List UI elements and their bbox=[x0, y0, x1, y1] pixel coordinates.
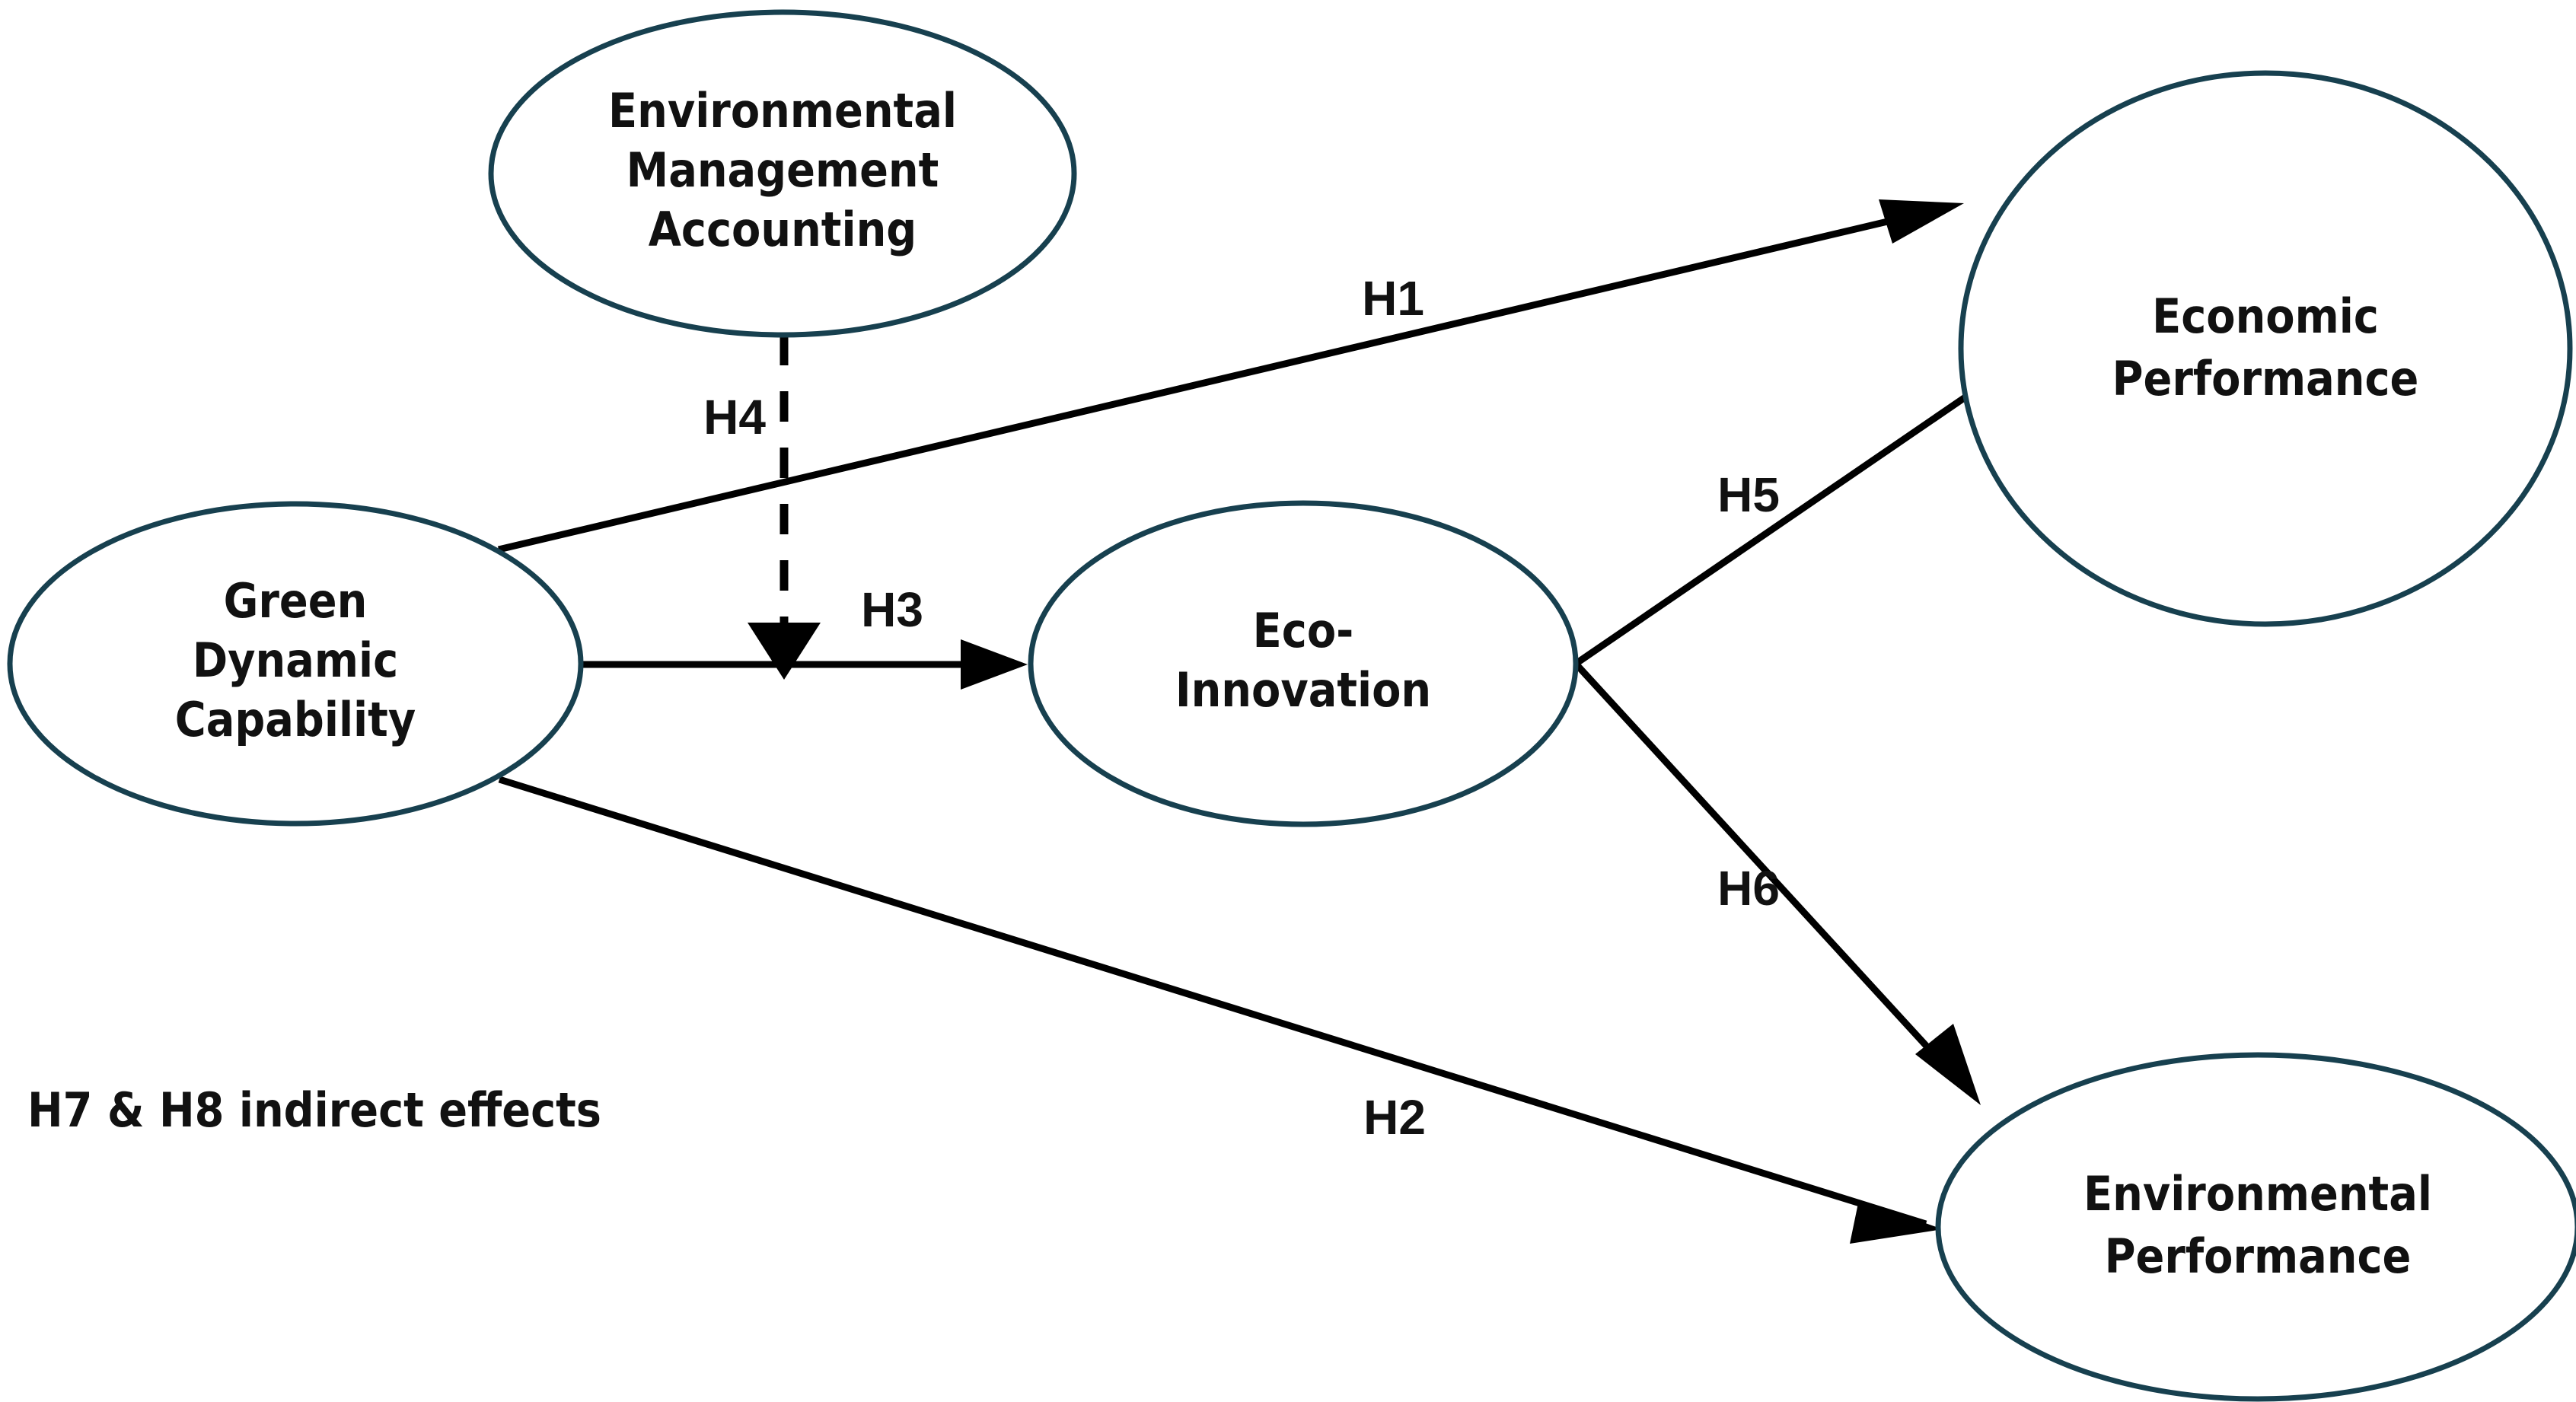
edge-h5-line bbox=[1573, 346, 2039, 667]
node-gdc-label-line3: Capability bbox=[175, 692, 416, 747]
edge-h1-line bbox=[497, 203, 1950, 553]
edge-label-h3: H3 bbox=[861, 582, 923, 637]
edge-h4-arrowhead bbox=[748, 623, 821, 680]
node-econ-label-line2: Performance bbox=[2112, 351, 2419, 406]
edge-h1-arrowhead bbox=[1879, 199, 1964, 244]
node-environmental-management-accounting[interactable]: Environmental Management Accounting bbox=[488, 9, 1077, 338]
node-ema-label-line1: Environmental bbox=[608, 83, 957, 139]
node-eco-label-line1: Eco- bbox=[1253, 603, 1354, 658]
node-eco-ellipse[interactable] bbox=[1028, 500, 1579, 827]
node-eco-label-line2: Innovation bbox=[1175, 662, 1431, 718]
node-gdc-label-line2: Dynamic bbox=[193, 632, 398, 688]
node-envp-label-line1: Environmental bbox=[2083, 1166, 2432, 1222]
node-economic-performance[interactable]: Economic Performance bbox=[1958, 70, 2573, 627]
node-gdc-label-line1: Green bbox=[224, 573, 368, 629]
edge-h2-line bbox=[498, 776, 1927, 1228]
indirect-effects-note: H7 & H8 indirect effects bbox=[27, 1082, 601, 1138]
edge-label-h1: H1 bbox=[1362, 271, 1424, 326]
edge-label-h2: H2 bbox=[1363, 1090, 1426, 1145]
node-green-dynamic-capability[interactable]: Green Dynamic Capability bbox=[7, 501, 584, 827]
edge-label-h4: H4 bbox=[703, 390, 766, 444]
node-envp-ellipse[interactable] bbox=[1935, 1052, 2576, 1402]
node-gdc-ellipse[interactable] bbox=[7, 501, 584, 827]
node-eco-innovation[interactable]: Eco- Innovation bbox=[1028, 500, 1579, 827]
edge-h6-line bbox=[1573, 661, 1967, 1090]
edge-h2-arrowhead bbox=[1850, 1200, 1943, 1244]
edge-h3-arrowhead bbox=[961, 639, 1028, 690]
edge-h6 bbox=[1573, 661, 1981, 1105]
node-environmental-performance[interactable]: Environmental Performance bbox=[1935, 1052, 2576, 1402]
edge-h2 bbox=[498, 776, 1943, 1244]
node-econ-label-line1: Economic bbox=[2152, 288, 2379, 344]
node-econ-ellipse[interactable] bbox=[1958, 70, 2573, 627]
node-ema-ellipse[interactable] bbox=[488, 9, 1077, 338]
edge-h4 bbox=[748, 335, 821, 680]
node-ema-label-line2: Management bbox=[626, 142, 939, 198]
edge-h6-arrowhead bbox=[1915, 1024, 1981, 1105]
edge-label-h5: H5 bbox=[1717, 467, 1780, 522]
node-envp-label-line2: Performance bbox=[2105, 1228, 2412, 1284]
edge-label-h6: H6 bbox=[1717, 861, 1780, 916]
node-ema-label-line3: Accounting bbox=[649, 202, 917, 257]
edge-h1 bbox=[497, 199, 1964, 553]
